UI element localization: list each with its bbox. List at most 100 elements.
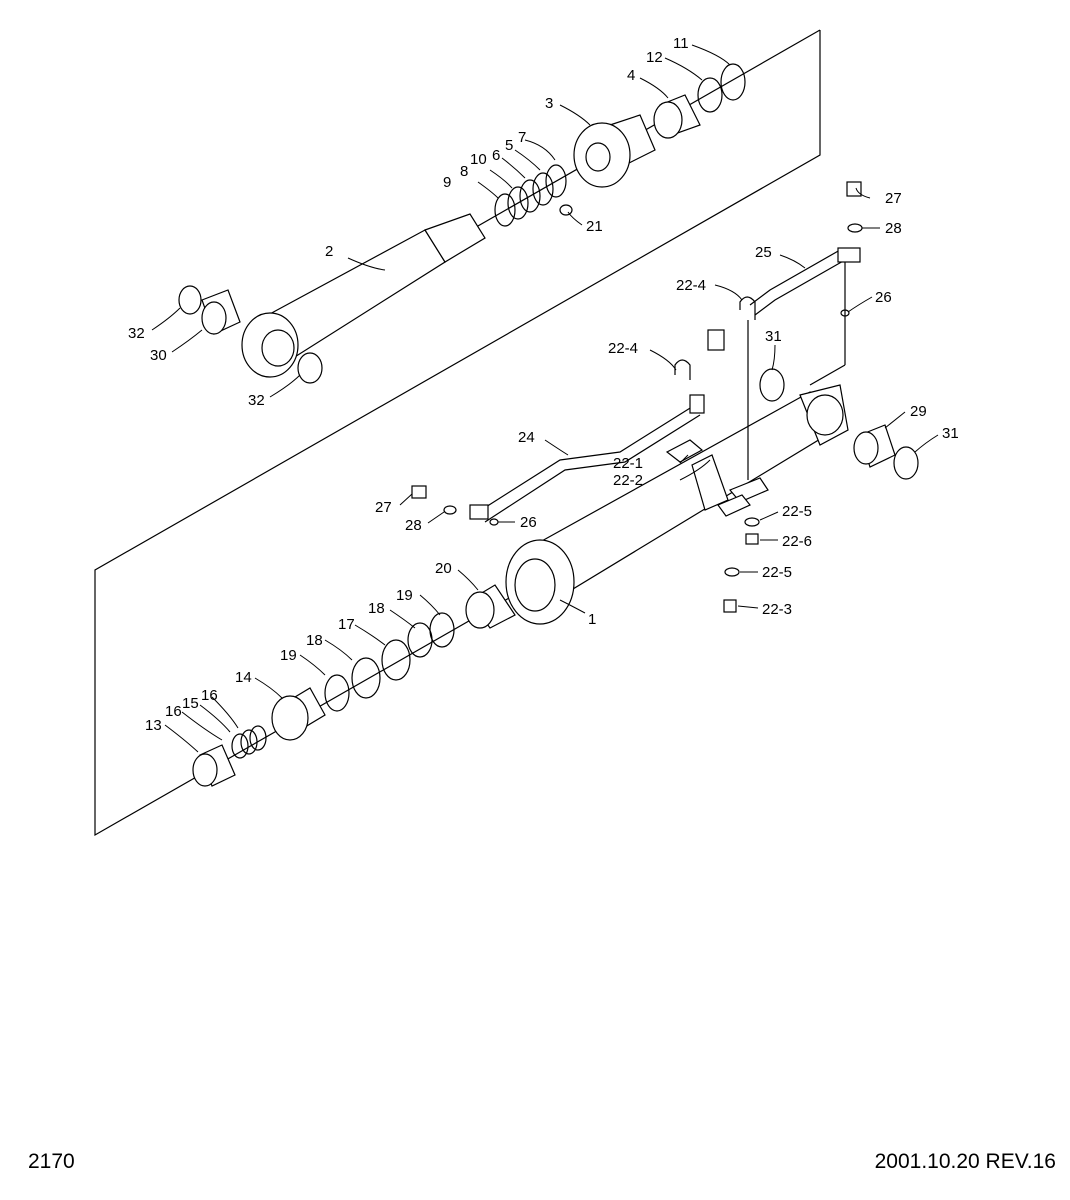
- callout-8: 8: [460, 163, 468, 180]
- rod-cover: [573, 114, 656, 188]
- pipe-25-riser-h: [809, 364, 846, 386]
- callout-28-a: 28: [885, 220, 902, 237]
- ring-15: [240, 729, 258, 755]
- callout-19-a: 19: [396, 587, 413, 604]
- callout-22-5-a: 22-5: [782, 503, 812, 520]
- pipe-24-flange: [469, 504, 489, 520]
- callout-19-b: 19: [280, 647, 297, 664]
- ring-11: [720, 63, 746, 101]
- callout-9: 9: [443, 174, 451, 191]
- piston-14: [271, 687, 326, 741]
- callout-15: 15: [182, 695, 199, 712]
- ring-19-lower: [324, 674, 350, 712]
- pipe-25-block: [707, 329, 725, 351]
- callout-2: 2: [325, 243, 333, 260]
- callout-3: 3: [545, 95, 553, 112]
- callout-17: 17: [338, 616, 355, 633]
- callout-22-1: 22-1: [613, 455, 643, 472]
- piston-nut-20: [465, 584, 516, 629]
- oring-26-right: [840, 309, 850, 317]
- callout-22-2: 22-2: [613, 472, 643, 489]
- callout-11: 11: [673, 35, 689, 52]
- callout-4: 4: [627, 67, 635, 84]
- cushion-ring-13: [192, 744, 236, 787]
- callout-7: 7: [518, 129, 526, 146]
- callout-27-a: 27: [885, 190, 902, 207]
- piston-rod: [241, 213, 486, 378]
- bolt-22-3: [723, 599, 737, 613]
- ring-18-upper: [407, 622, 433, 658]
- washer-28-right: [847, 223, 863, 233]
- callout-labels: 1 2 3 4 5 6 7 8 9 10 11 12 13 14 15 16 1…: [128, 35, 959, 734]
- cylinder-tube: [505, 384, 849, 625]
- callout-29: 29: [910, 403, 927, 420]
- clamp-22-2-left: [717, 494, 751, 517]
- callout-13: 13: [145, 717, 162, 734]
- callout-31-a: 31: [765, 328, 782, 345]
- rod-bushing-4: [653, 94, 701, 139]
- ring-18-lower: [351, 657, 381, 699]
- rod-seals: [494, 164, 567, 227]
- callout-5: 5: [505, 137, 513, 154]
- clamp-22-1: [665, 439, 704, 463]
- nut-22-6: [745, 533, 759, 545]
- callout-22-4-a: 22-4: [608, 340, 638, 357]
- callout-1: 1: [588, 611, 596, 628]
- callout-22-3: 22-3: [762, 601, 792, 618]
- callout-31-b: 31: [942, 425, 959, 442]
- assembly-frame: [94, 30, 821, 837]
- ring-12: [697, 77, 723, 113]
- bolt-27-right: [846, 181, 862, 197]
- pipe-25-flange: [837, 247, 861, 263]
- revision-date: 2001.10.20 REV.16: [874, 1150, 1056, 1173]
- pipe-24-end-block: [689, 394, 705, 414]
- snap-ring-32-left: [178, 285, 202, 315]
- callout-22-4-b: 22-4: [676, 277, 706, 294]
- ring-16-b: [231, 733, 249, 759]
- pipe-25-lower: [754, 259, 846, 316]
- page-number: 2170: [28, 1150, 75, 1173]
- u-bolt-22-4-left: [674, 359, 691, 380]
- callout-27-b: 27: [375, 499, 392, 516]
- pipe-25: [749, 249, 841, 306]
- ring-19-upper: [429, 612, 455, 648]
- oring-26-left: [489, 518, 499, 526]
- callout-24: 24: [518, 429, 535, 446]
- callout-32-b: 32: [248, 392, 265, 409]
- ring-17: [381, 639, 411, 681]
- callout-10: 10: [470, 151, 487, 168]
- callout-16-b: 16: [201, 687, 218, 704]
- callout-32-a: 32: [128, 325, 145, 342]
- callout-20: 20: [435, 560, 452, 577]
- callout-26-b: 26: [520, 514, 537, 531]
- ring-31-right: [893, 446, 919, 480]
- callout-12: 12: [646, 49, 663, 66]
- callout-18-a: 18: [368, 600, 385, 617]
- callout-18-b: 18: [306, 632, 323, 649]
- callout-22-5-b: 22-5: [762, 564, 792, 581]
- rod-end-bushing: [201, 289, 241, 335]
- tube-bushing-29: [853, 424, 896, 468]
- callout-28-b: 28: [405, 517, 422, 534]
- washer-22-5-bottom: [724, 567, 740, 577]
- ring-31-top: [759, 368, 785, 402]
- ring-16-a: [249, 725, 267, 751]
- callout-14: 14: [235, 669, 252, 686]
- callout-21: 21: [586, 218, 603, 235]
- leader-lines: [151, 44, 939, 753]
- pipe-24: [477, 404, 696, 513]
- u-bolt-22-4-right: [739, 296, 756, 320]
- callout-30: 30: [150, 347, 167, 364]
- set-screw-21: [559, 204, 573, 216]
- washer-28-left: [443, 505, 457, 515]
- pipe-24-lower: [484, 414, 701, 523]
- callout-16-a: 16: [165, 703, 182, 720]
- bolt-27-left: [411, 485, 427, 499]
- snap-ring-32-bottom: [297, 352, 323, 384]
- callout-6: 6: [492, 147, 500, 164]
- callout-26-a: 26: [875, 289, 892, 306]
- callout-25: 25: [755, 244, 772, 261]
- callout-22-6: 22-6: [782, 533, 812, 550]
- washer-22-5-top: [744, 517, 760, 527]
